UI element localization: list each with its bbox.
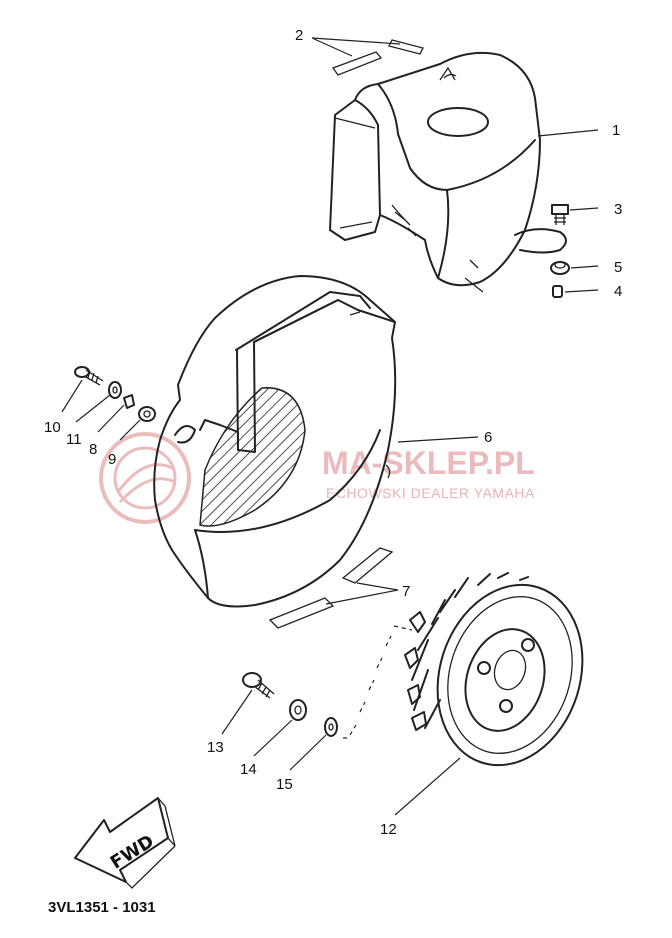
fan-shroud-part-6 [153, 275, 397, 608]
decal-strips-part-2 [331, 39, 424, 76]
watermark-tagline: ECHOWSKI DEALER YAMAHA [326, 485, 535, 501]
cooling-fan-part-12 [404, 572, 584, 767]
collar-part-4 [552, 285, 563, 298]
grommet-part-9 [138, 406, 156, 422]
part-label-13: 13 [207, 739, 224, 756]
watermark-logo-circle [99, 432, 191, 524]
part-label-2: 2 [295, 27, 303, 44]
bolt-part-10 [74, 366, 104, 386]
washer-part-15 [324, 717, 338, 737]
drawing-code: 3VL1351 - 1031 [48, 899, 156, 916]
watermark-logo-inner [113, 446, 177, 510]
part-label-5: 5 [614, 259, 622, 276]
part-label-7: 7 [402, 583, 410, 600]
part-label-3: 3 [614, 201, 622, 218]
watermark: MA-SKLEP.PL ECHOWSKI DEALER YAMAHA [99, 432, 535, 524]
part-label-6: 6 [484, 429, 492, 446]
washer-part-14 [289, 699, 307, 721]
seal-strips-part-7 [268, 547, 394, 629]
bolt-part-13 [242, 672, 275, 699]
grommet-part-5 [550, 261, 570, 275]
collar-part-8 [123, 394, 135, 409]
upper-shroud-part-1 [329, 51, 567, 293]
part-label-10: 10 [44, 419, 61, 436]
part-label-12: 12 [380, 821, 397, 838]
part-label-8: 8 [89, 441, 97, 458]
screw-part-3 [551, 204, 569, 225]
fwd-label: FWD [107, 831, 158, 874]
part-label-1: 1 [612, 122, 620, 139]
part-label-15: 15 [276, 776, 293, 793]
part-label-9: 9 [108, 451, 116, 468]
part-label-11: 11 [66, 431, 82, 448]
washer-part-11 [108, 381, 122, 399]
watermark-brand: MA-SKLEP.PL [322, 445, 535, 481]
forward-direction-arrow: FWD [74, 797, 176, 889]
part-labels: 2 1 3 5 4 6 7 10 11 8 9 13 14 15 12 [44, 27, 622, 838]
part-label-4: 4 [614, 283, 622, 300]
watermark-logo-mark [116, 463, 176, 504]
part-label-14: 14 [240, 761, 257, 778]
leader-lines [61, 37, 599, 816]
